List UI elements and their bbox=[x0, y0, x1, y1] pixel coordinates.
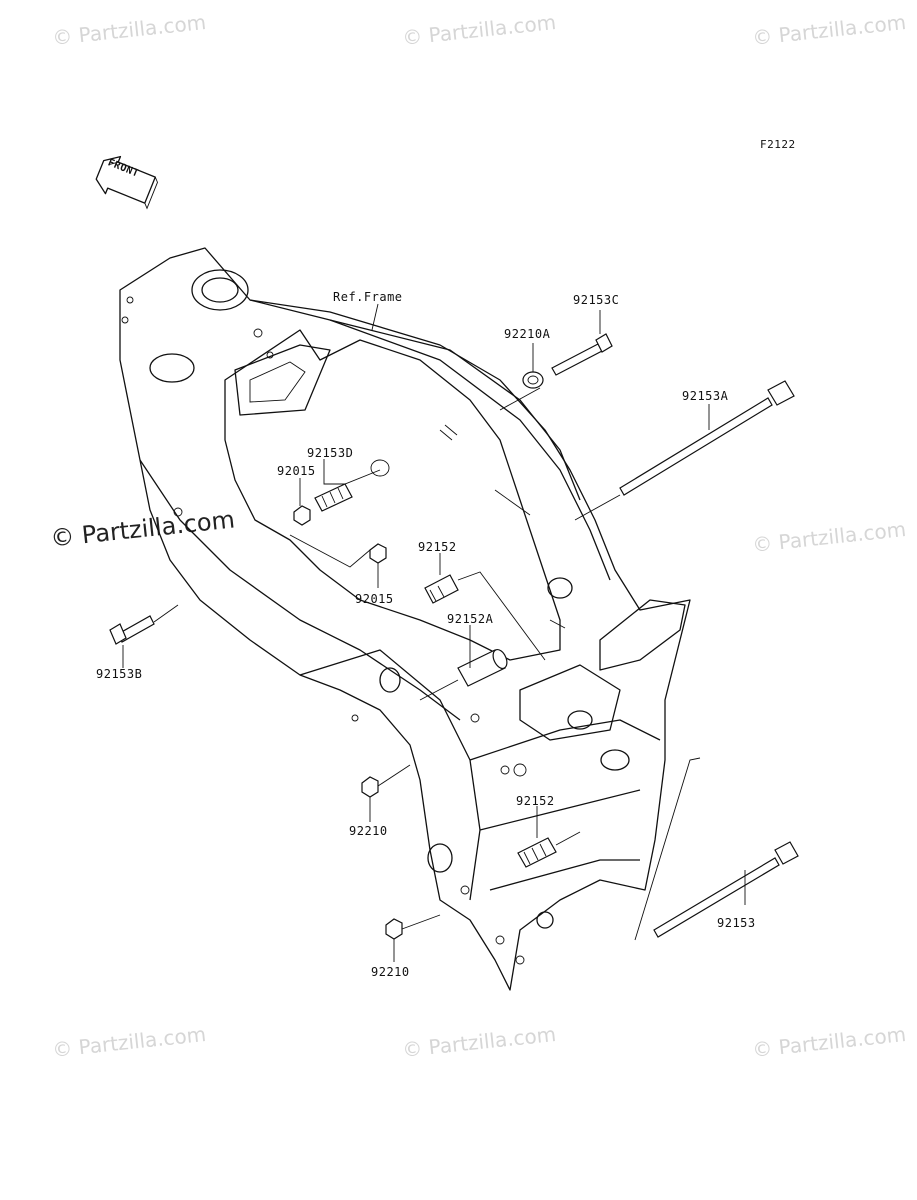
bolt-92152-b bbox=[517, 837, 557, 868]
part-label[interactable]: 92015 bbox=[355, 592, 394, 606]
bolt-92153B bbox=[109, 615, 155, 645]
part-label[interactable]: 92152 bbox=[418, 540, 457, 554]
bolt-92153C bbox=[551, 333, 613, 376]
part-label[interactable]: 92210 bbox=[371, 965, 410, 979]
nut-92210A bbox=[522, 371, 544, 389]
part-label[interactable]: 92210A bbox=[504, 327, 551, 341]
part-label[interactable]: 92153B bbox=[96, 667, 143, 681]
sleeve-92152A bbox=[457, 648, 508, 687]
part-label[interactable]: 92153 bbox=[717, 916, 756, 930]
nut-92210-b bbox=[385, 918, 403, 940]
leader-lines bbox=[122, 303, 746, 962]
bolt-92153D bbox=[314, 483, 353, 512]
diagram-code: F2122 bbox=[760, 138, 796, 151]
part-label[interactable]: 92153C bbox=[573, 293, 620, 307]
bolt-92153 bbox=[653, 841, 799, 938]
nut-92015-b bbox=[369, 543, 387, 564]
front-arrow-icon bbox=[95, 155, 158, 210]
part-label[interactable]: 92210 bbox=[349, 824, 388, 838]
part-label[interactable]: 92015 bbox=[277, 464, 316, 478]
ref-frame-label: Ref.Frame bbox=[333, 290, 403, 304]
nut-92015-a bbox=[293, 505, 311, 526]
part-label[interactable]: 92153D bbox=[307, 446, 354, 460]
part-label[interactable]: 92152 bbox=[516, 794, 555, 808]
bolt-92153A bbox=[619, 380, 795, 496]
part-label[interactable]: 92153A bbox=[682, 389, 729, 403]
nut-92210-a bbox=[361, 776, 379, 798]
bolt-92152-a bbox=[424, 574, 459, 604]
part-label[interactable]: 92152A bbox=[447, 612, 494, 626]
frame-body bbox=[119, 247, 691, 991]
